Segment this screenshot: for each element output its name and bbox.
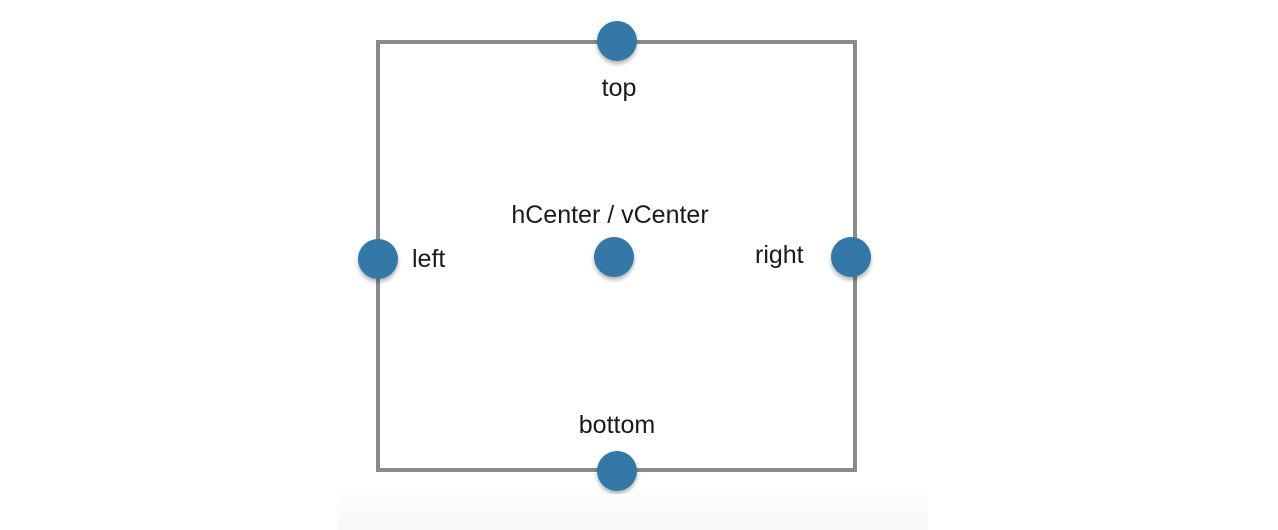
anchor-dot-top	[597, 21, 637, 61]
anchor-label-top: top	[601, 74, 637, 102]
anchor-dot-left	[358, 239, 398, 279]
anchor-label-right: right	[755, 241, 804, 269]
anchor-dot-bottom	[597, 451, 637, 491]
anchor-label-hcenter-vcenter: hCenter / vCenter	[511, 201, 709, 229]
anchor-dot-center	[594, 237, 634, 277]
anchor-label-bottom: bottom	[578, 411, 656, 439]
anchor-label-left: left	[412, 245, 446, 273]
anchor-dot-right	[831, 237, 871, 277]
slide-edge-band	[338, 494, 928, 530]
